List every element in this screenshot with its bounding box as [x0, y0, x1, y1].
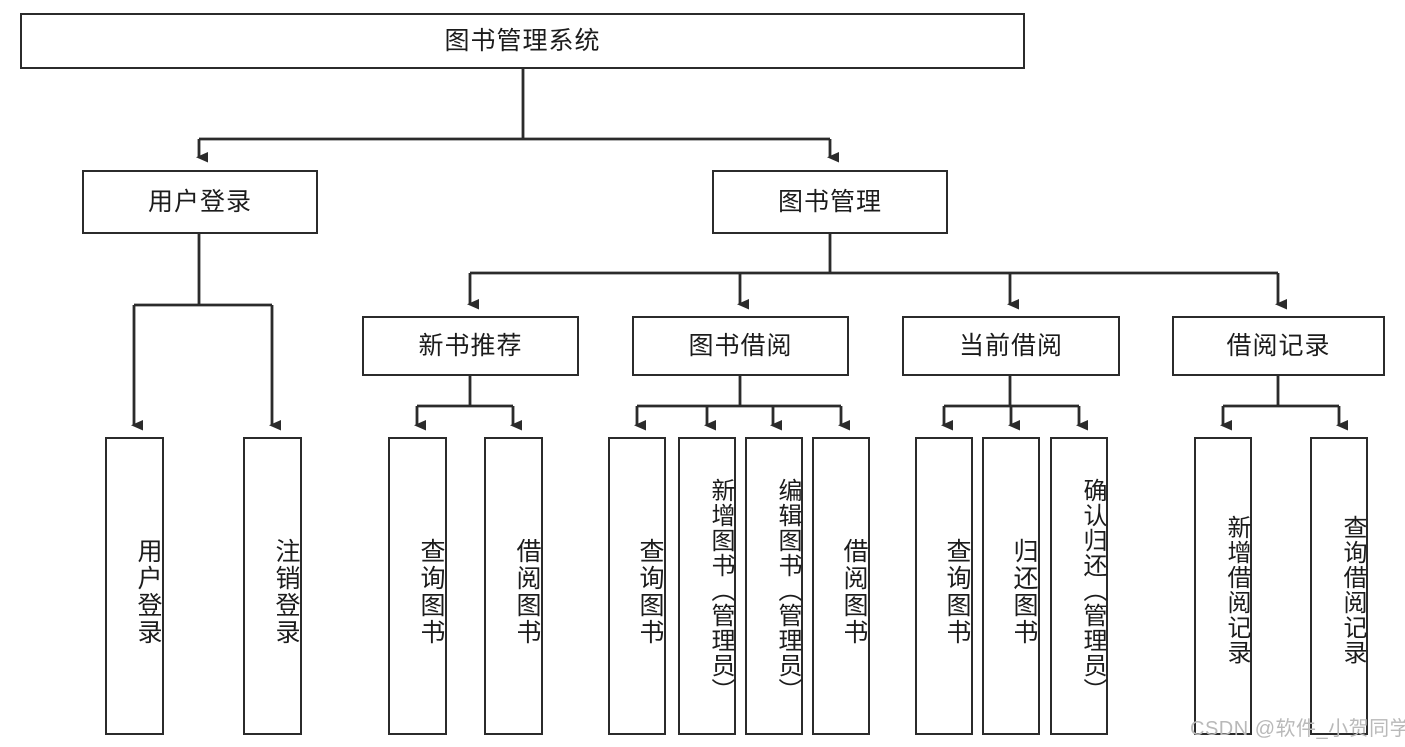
node-leaf-borrow-book-1[interactable]: 借阅图书	[484, 437, 543, 735]
node-leaf-return-book[interactable]: 归还图书	[982, 437, 1040, 735]
node-root-system[interactable]: 图书管理系统	[20, 13, 1025, 69]
node-leaf-query-book-1[interactable]: 查询图书	[388, 437, 447, 735]
node-user-login[interactable]: 用户登录	[82, 170, 318, 234]
node-leaf-add-book[interactable]: 新增图书（管理员）	[678, 437, 736, 735]
node-current-borrow[interactable]: 当前借阅	[902, 316, 1120, 376]
node-leaf-query-book-2[interactable]: 查询图书	[608, 437, 666, 735]
node-leaf-confirm-return[interactable]: 确认归还（管理员）	[1050, 437, 1108, 735]
node-borrow-record[interactable]: 借阅记录	[1172, 316, 1385, 376]
node-leaf-user-login[interactable]: 用户登录	[105, 437, 164, 735]
node-leaf-query-record[interactable]: 查询借阅记录	[1310, 437, 1368, 735]
node-leaf-edit-book[interactable]: 编辑图书（管理员）	[745, 437, 803, 735]
node-leaf-add-record[interactable]: 新增借阅记录	[1194, 437, 1252, 735]
node-leaf-borrow-book-2[interactable]: 借阅图书	[812, 437, 870, 735]
node-book-borrow[interactable]: 图书借阅	[632, 316, 849, 376]
node-leaf-query-book-3[interactable]: 查询图书	[915, 437, 973, 735]
node-new-book-recommend[interactable]: 新书推荐	[362, 316, 579, 376]
node-book-management[interactable]: 图书管理	[712, 170, 948, 234]
node-leaf-logout[interactable]: 注销登录	[243, 437, 302, 735]
csdn-watermark: CSDN @软件_小贺同学	[1190, 718, 1405, 740]
